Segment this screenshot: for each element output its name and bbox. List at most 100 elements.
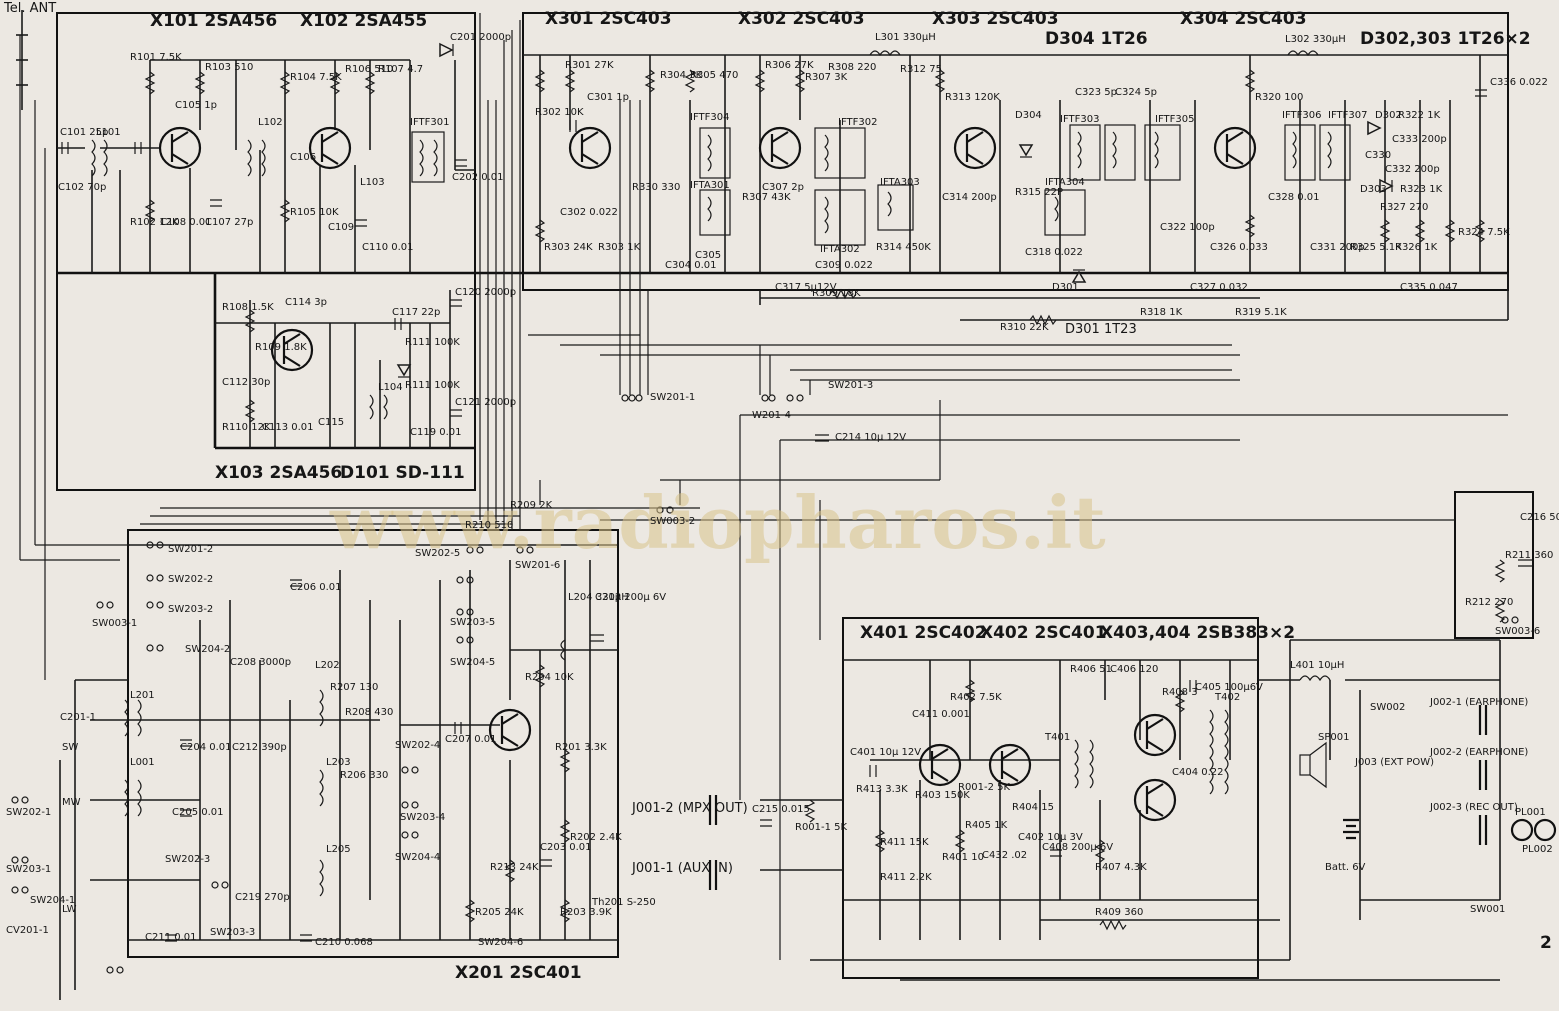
battery-symbol [1343, 818, 1359, 840]
label-j0022: J002-2 (EARPHONE) [1429, 747, 1528, 758]
label-c405: C405 100μ6V [1195, 682, 1263, 693]
label-r211: R211 360 [1505, 550, 1553, 561]
transistor-x301 [568, 126, 612, 170]
label-r102: R102 12K [130, 217, 179, 228]
label-sw2011: SW201-1 [650, 392, 695, 403]
label-r307b: R307 43K [742, 192, 791, 203]
label-j0011: J001-1 (AUX IN) [631, 861, 733, 876]
label-sw2035: SW203-5 [450, 617, 495, 628]
coil-l301 [869, 50, 901, 57]
title-d304: D304 1T26 [1045, 29, 1148, 49]
label-r109: R109 1.8K [255, 342, 307, 353]
label-d304b: D304 [1015, 110, 1042, 121]
label-d302b: D302 [1375, 110, 1402, 121]
label-c327: C327 0.032 [1190, 282, 1248, 293]
pilot-lamp-symbols [1510, 818, 1557, 842]
label-r327: R327 270 [1380, 202, 1428, 213]
label-c328: C328 0.01 [1268, 192, 1320, 203]
label-sw0036: SW003-6 [1495, 626, 1540, 637]
if-stage-box [522, 12, 1509, 291]
label-iftf307: IFTF307 [1328, 110, 1367, 121]
title-tel-ant: Tel. ANT [3, 1, 56, 16]
label-c201-top: C201 2000p [450, 32, 511, 43]
label-r413: R413 3.3K [856, 784, 908, 795]
label-r108: R108 1.5K [222, 302, 274, 313]
wiring-frontend [57, 59, 475, 273]
label-l401: L401 10μH [1290, 660, 1344, 671]
label-r105: R105 10K [290, 207, 339, 218]
label-c212: C212 390p [232, 742, 287, 753]
title-x303: X303 2SC403 [932, 9, 1059, 29]
label-iftf305: IFTF305 [1155, 114, 1194, 125]
page-number: 2 [1540, 933, 1552, 953]
title-x402: X402 2SC401 [980, 623, 1107, 643]
label-r319: R319 5.1K [1235, 307, 1287, 318]
label-r313: R313 120K [945, 92, 1000, 103]
label-r303b: R303 1K [598, 242, 641, 253]
label-r401: R401 10 [942, 852, 984, 863]
coil-l101 [91, 139, 108, 177]
label-c119: C119 0.01 [410, 427, 462, 438]
label-r407: R407 4.3K [1095, 862, 1147, 873]
audio-amplifier-box [842, 617, 1259, 979]
transistor-x201 [488, 708, 532, 752]
label-r110: R110 12K [222, 422, 271, 433]
label-th201: Th201 S-250 [591, 897, 656, 908]
label-sw2042: SW204-2 [185, 644, 230, 655]
label-c117: C117 22p [392, 307, 440, 318]
label-c331: C331 200p [1310, 242, 1365, 253]
label-c201b: C201-1 [60, 712, 96, 723]
transistor-x401 [918, 743, 962, 787]
label-c213: C213 200μ 6V [595, 592, 666, 603]
coil-l302 [1287, 50, 1319, 57]
title-x304: X304 2SC403 [1180, 9, 1307, 29]
transformer-ifta302 [814, 189, 866, 246]
transformer-iftf304b [1104, 124, 1136, 181]
transformer-iftf304 [699, 127, 731, 179]
telescopic-antenna-symbol [16, 10, 28, 110]
label-c108: C108 0.01 [160, 217, 212, 228]
label-c408: C408 200μ 6V [1042, 842, 1113, 853]
label-c402: C402 10μ 3V [1018, 832, 1083, 843]
wiring-oscillator [215, 290, 451, 448]
label-r106: R106 510 [345, 64, 393, 75]
label-c120: C120 2000p [455, 287, 516, 298]
label-r318: R318 1K [1140, 307, 1183, 318]
label-r205: R205 24K [475, 907, 524, 918]
label-r103: R103 510 [205, 62, 253, 73]
label-c211: C211 0.01 [145, 932, 197, 943]
label-sw2024: SW202-4 [395, 740, 440, 751]
wiring-if [523, 54, 1509, 321]
label-r303: R303 24K [544, 242, 593, 253]
label-r104: R104 7.5K [290, 72, 342, 83]
label-r304: R304 3K [660, 70, 703, 81]
transformer-t401 [1074, 739, 1094, 789]
label-r212: R212 270 [1465, 597, 1513, 608]
jack-symbols [708, 705, 1488, 890]
title-x301: X301 2SC403 [545, 9, 672, 29]
label-iftf301: IFTF301 [410, 117, 449, 128]
label-r324: R324 7.5K [1458, 227, 1510, 238]
label-c432: C432 .02 [982, 850, 1027, 861]
label-sw2044: SW204-4 [395, 852, 440, 863]
label-c214: C214 10μ 12V [835, 432, 906, 443]
label-r314: R314 450K [876, 242, 931, 253]
label-c205: C205 0.01 [172, 807, 224, 818]
transformer-t402 [1209, 709, 1229, 795]
label-pl002: PL002 [1522, 844, 1553, 855]
power-supply-box [1454, 491, 1534, 639]
label-sw2014: W201-4 [752, 410, 791, 421]
label-l102: L102 [258, 117, 283, 128]
coil-l204 [560, 639, 567, 661]
label-c314: C314 200p [942, 192, 997, 203]
label-r404: R404 15 [1012, 802, 1054, 813]
transistor-x402 [988, 743, 1032, 787]
label-j0012: J001-2 (MPX OUT) [631, 801, 748, 816]
label-r305: R305 470 [690, 70, 738, 81]
label-sw2025: SW202-5 [415, 548, 460, 559]
title-x102: X102 2SA455 [300, 11, 427, 31]
label-c307: C307 2p [762, 182, 804, 193]
label-c203: C203 0.01 [540, 842, 592, 853]
wiring-switch-bundle [19, 13, 1508, 960]
